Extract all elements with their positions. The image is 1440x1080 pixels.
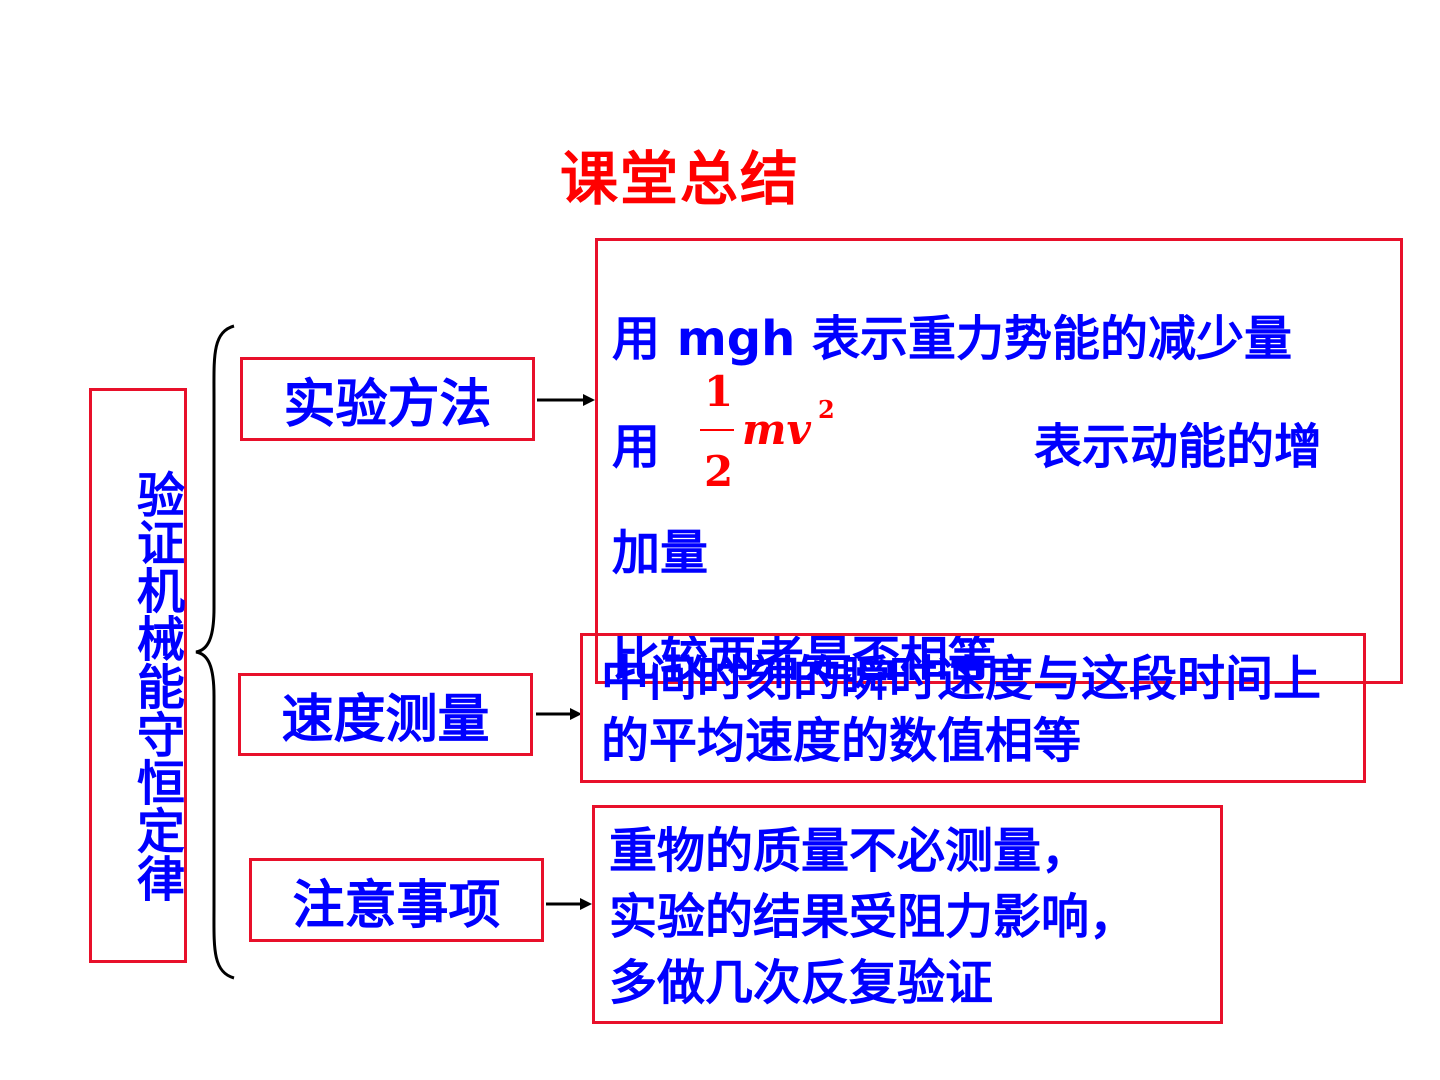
method-line-3: 加量	[612, 525, 709, 581]
formula-exponent: 2	[818, 395, 835, 424]
notes-line-2: 实验的结果受阻力影响，	[609, 889, 1138, 945]
speed-arrow-icon	[536, 708, 582, 720]
notes-description-box: 重物的质量不必测量， 实验的结果受阻力影响， 多做几次反复验证	[592, 805, 1223, 1024]
slide-title: 课堂总结	[559, 145, 800, 213]
method-branch-box: 实验方法	[240, 357, 535, 441]
speed-description-text: 中间时刻的瞬时速度与这段时间上的平均速度的数值相等	[601, 651, 1322, 769]
notes-line-3: 多做几次反复验证	[609, 955, 994, 1011]
speed-description-box: 中间时刻的瞬时速度与这段时间上的平均速度的数值相等	[580, 633, 1366, 783]
method-line-2-prefix: 用	[612, 419, 661, 475]
formula-body: mv	[742, 405, 811, 454]
main-topic-label: 验证机械能守恒定律	[128, 470, 184, 902]
method-arrow-icon	[537, 394, 595, 406]
method-description-box: 用 mgh 表示重力势能的减少量 用 1 2 mv 2 表示动能的增 加量 比较…	[595, 238, 1403, 687]
method-line-2-suffix: 表示动能的增	[1034, 419, 1323, 475]
notes-arrow-icon	[546, 898, 592, 910]
notes-branch-box: 注意事项	[249, 858, 544, 942]
formula-numerator: 1	[704, 367, 734, 416]
method-line-4: 比较两者是否相等	[612, 631, 997, 687]
curly-brace	[195, 324, 235, 980]
method-line-1: 用 mgh 表示重力势能的减少量	[612, 311, 1292, 367]
main-topic-box: 验证机械能守恒定律	[89, 388, 187, 963]
speed-branch-box: 速度测量	[238, 673, 533, 756]
notes-line-1: 重物的质量不必测量，	[609, 823, 1090, 879]
notes-description-text: 重物的质量不必测量， 实验的结果受阻力影响， 多做几次反复验证	[609, 818, 1137, 1016]
formula-denominator: 2	[704, 447, 734, 496]
formula-fraction-bar	[700, 429, 734, 431]
